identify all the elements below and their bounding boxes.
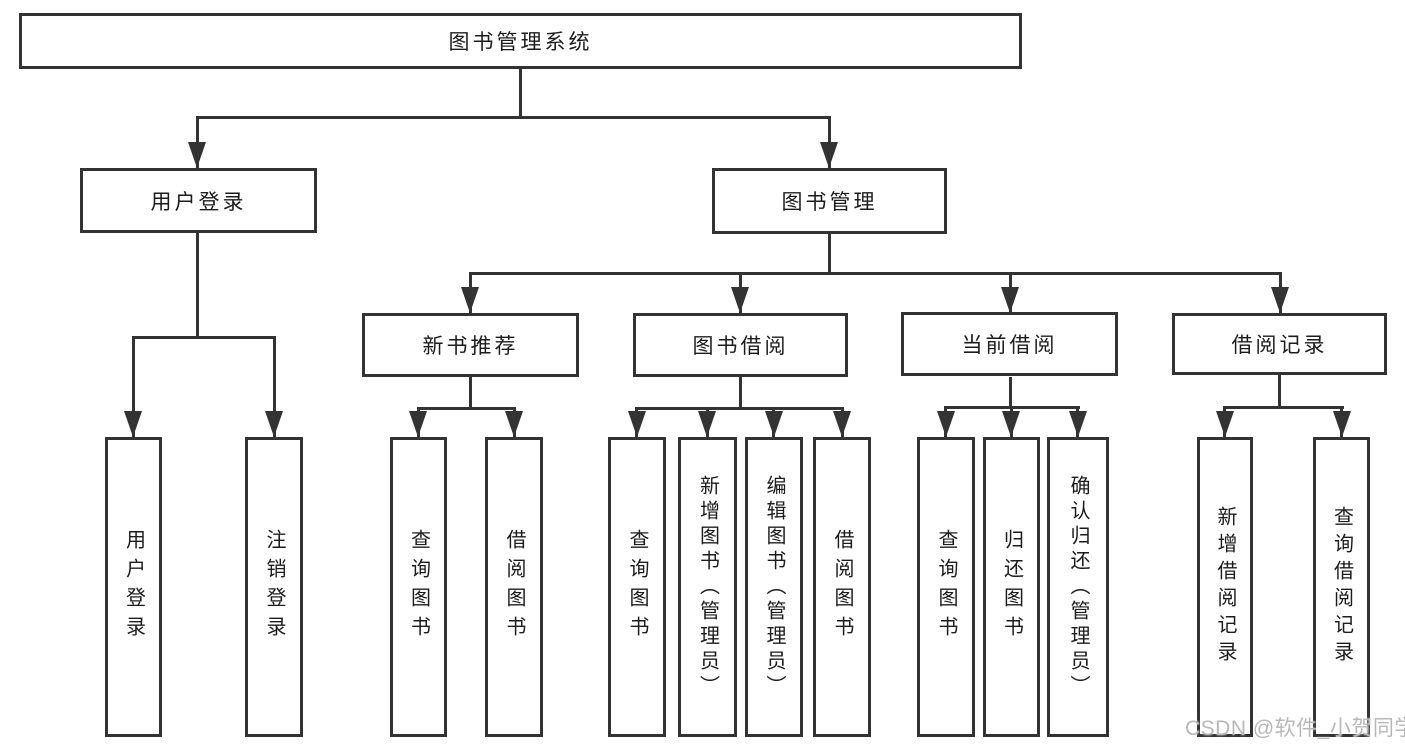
leaf-label: 用户登录 xyxy=(122,529,145,645)
arrow-down-icon xyxy=(505,411,523,437)
leaf-query-book-3: 查询图书 xyxy=(917,437,975,737)
leaf-return-book: 归还图书 xyxy=(983,437,1040,737)
arrow-down-icon xyxy=(188,142,206,168)
connector-current-borrow-trunk xyxy=(1009,377,1012,409)
leaf-label: 查询图书 xyxy=(626,529,648,645)
leaf-borrow-book-2: 借阅图书 xyxy=(813,437,871,737)
leaf-label: 查询图书 xyxy=(935,529,957,645)
connector-root-rail xyxy=(196,116,831,119)
arrow-down-icon xyxy=(1333,411,1351,437)
leaf-query-book-2: 查询图书 xyxy=(608,437,666,737)
arrow-down-icon xyxy=(1002,411,1020,437)
arrow-down-icon xyxy=(731,287,749,313)
connector-book-borrow-rail xyxy=(635,407,844,410)
connector-borrow-record-rail xyxy=(1223,406,1344,409)
arrow-down-icon xyxy=(1069,411,1087,437)
node-user-login: 用户登录 xyxy=(80,168,317,233)
arrow-down-icon xyxy=(265,411,283,437)
node-current-borrow: 当前借阅 xyxy=(901,312,1118,376)
leaf-label: 确认归还（管理员） xyxy=(1067,474,1089,700)
node-book-borrow-label: 图书借阅 xyxy=(692,335,789,358)
connector-book-mgmt-rail xyxy=(469,272,1282,275)
node-book-mgmt: 图书管理 xyxy=(712,168,947,234)
leaf-label: 新增图书（管理员） xyxy=(696,474,719,700)
leaf-label: 查询借阅记录 xyxy=(1330,506,1353,668)
connector-borrow-record-trunk xyxy=(1278,375,1281,409)
node-book-mgmt-label: 图书管理 xyxy=(781,191,878,214)
node-user-login-label: 用户登录 xyxy=(150,190,247,214)
leaf-query-book-1: 查询图书 xyxy=(390,437,447,737)
watermark-text: CSDN @软件_小贺同学 xyxy=(1185,717,1405,740)
leaf-logout: 注销登录 xyxy=(245,437,303,737)
leaf-query-borrow-record: 查询借阅记录 xyxy=(1313,437,1370,737)
arrow-down-icon xyxy=(461,287,479,313)
leaf-label: 注销登录 xyxy=(263,529,285,645)
leaf-user-login: 用户登录 xyxy=(105,437,162,737)
node-current-borrow-label: 当前借阅 xyxy=(961,334,1058,357)
leaf-label: 借阅图书 xyxy=(503,529,525,645)
connector-user-login-rail xyxy=(132,336,276,339)
arrow-down-icon xyxy=(1271,287,1289,313)
arrow-down-icon xyxy=(698,411,716,437)
leaf-label: 归还图书 xyxy=(1000,529,1023,645)
arrow-down-icon xyxy=(409,411,427,437)
arrow-down-icon xyxy=(765,411,783,437)
node-root: 图书管理系统 xyxy=(19,13,1022,69)
node-book-borrow: 图书借阅 xyxy=(633,313,848,377)
leaf-borrow-book-1: 借阅图书 xyxy=(485,437,543,737)
node-new-book-rec: 新书推荐 xyxy=(362,313,579,377)
connector-to-leaf-login xyxy=(132,336,135,437)
node-borrow-record: 借阅记录 xyxy=(1172,313,1387,375)
leaf-confirm-return-admin: 确认归还（管理员） xyxy=(1047,437,1109,737)
leaf-label: 新增借阅记录 xyxy=(1214,506,1236,668)
arrow-down-icon xyxy=(1001,287,1019,313)
leaf-add-borrow-record: 新增借阅记录 xyxy=(1197,437,1253,737)
leaf-edit-book-admin: 编辑图书（管理员） xyxy=(745,437,803,737)
node-root-label: 图书管理系统 xyxy=(448,31,593,54)
connector-new-book-rec-rail xyxy=(417,407,516,410)
connector-root-trunk xyxy=(519,69,522,119)
arrow-down-icon xyxy=(628,411,646,437)
node-new-book-rec-label: 新书推荐 xyxy=(422,335,519,358)
connector-user-login-trunk xyxy=(196,233,199,339)
leaf-label: 查询图书 xyxy=(407,529,430,645)
connector-to-leaf-logout xyxy=(273,336,276,437)
leaf-label: 借阅图书 xyxy=(831,529,853,645)
arrow-down-icon xyxy=(124,411,142,437)
arrow-down-icon xyxy=(1216,411,1234,437)
arrow-down-icon xyxy=(833,411,851,437)
connector-new-book-rec-trunk xyxy=(469,377,472,410)
connector-book-mgmt-trunk xyxy=(828,234,831,275)
arrow-down-icon xyxy=(820,142,838,168)
leaf-label: 编辑图书（管理员） xyxy=(763,474,785,700)
arrow-down-icon xyxy=(937,411,955,437)
connector-book-borrow-trunk xyxy=(739,377,742,410)
node-borrow-record-label: 借阅记录 xyxy=(1231,334,1328,357)
leaf-add-book-admin: 新增图书（管理员） xyxy=(678,437,737,737)
